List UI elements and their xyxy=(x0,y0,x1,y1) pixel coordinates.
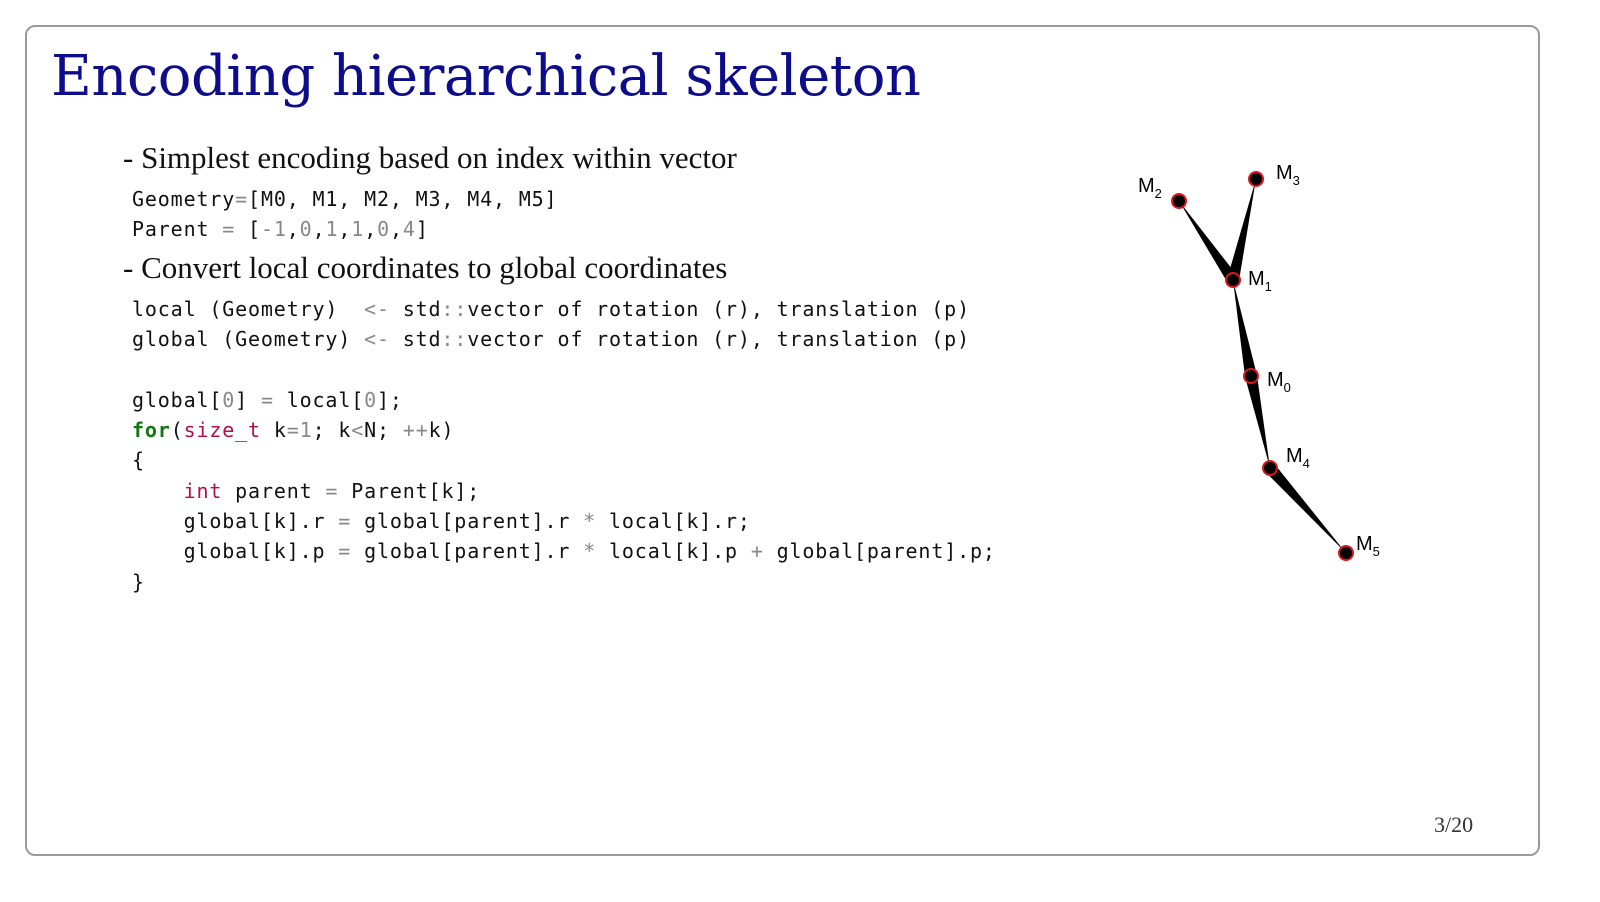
joint-label: M0 xyxy=(1267,369,1291,395)
code-token: global[parent].r xyxy=(351,539,584,564)
code-line: for(size_t k=1; k<N; ++k) xyxy=(132,415,996,445)
joint-label: M2 xyxy=(1138,175,1162,201)
code-line: global[k].r = global[parent].r * local[k… xyxy=(132,506,996,536)
code-token: 0 xyxy=(364,387,378,412)
code-token: -1 xyxy=(260,217,287,242)
code-line: Geometry=[M0, M1, M2, M3, M4, M5] xyxy=(132,184,557,214)
bone-segment xyxy=(1265,464,1346,553)
code-token: :: xyxy=(441,327,468,352)
code-token: , xyxy=(338,217,352,242)
code-token: 0 xyxy=(222,387,236,412)
joint-label: M5 xyxy=(1356,533,1380,559)
code-token: 1 xyxy=(325,217,339,242)
code-token: Parent xyxy=(132,217,223,242)
code-line: global (Geometry) <- std::vector of rota… xyxy=(132,324,996,354)
joint-marker xyxy=(1225,272,1241,288)
code-token: = xyxy=(325,478,339,503)
code-token: local[ xyxy=(273,387,365,412)
code-token: Geometry xyxy=(132,187,236,211)
code-token: , xyxy=(390,217,403,242)
code-token: vector of rotation (r), translation (p) xyxy=(467,297,970,321)
code-token: ] xyxy=(235,387,261,412)
joint-marker xyxy=(1248,171,1264,187)
code-token: ( xyxy=(170,418,184,443)
bone-segment xyxy=(1245,374,1270,468)
code-token: global[k].r xyxy=(132,509,339,534)
code-token: = xyxy=(286,418,300,443)
code-token: 1 xyxy=(351,217,365,242)
code-token: , xyxy=(286,217,300,242)
code-token: local[k].r; xyxy=(596,509,751,534)
bone-segment xyxy=(1179,201,1238,284)
code-token: ; k xyxy=(312,418,352,443)
code-token: for xyxy=(132,418,171,443)
code-token: ] xyxy=(415,217,429,242)
code-line: global[0] = local[0]; xyxy=(132,385,996,415)
code-token: = xyxy=(222,217,236,242)
code-line: Parent = [-1,0,1,1,0,4] xyxy=(132,214,557,244)
code-token: global[ xyxy=(132,387,223,412)
code-token: vector of rotation (r), translation (p) xyxy=(467,327,970,352)
code-token: = xyxy=(235,187,249,211)
code-token: + xyxy=(750,539,764,564)
code-token: = xyxy=(338,509,352,534)
code-token: = xyxy=(260,387,274,412)
code-token: [M0, M1, M2, M3, M4, M5] xyxy=(248,187,558,211)
code-token: Parent[k]; xyxy=(338,478,481,503)
code-token: k xyxy=(260,418,287,443)
page-number: 3/20 xyxy=(1434,812,1474,837)
code-token: , xyxy=(312,217,326,242)
code-token: global[parent].p; xyxy=(763,539,996,564)
code-line: global[k].p = global[parent].r * local[k… xyxy=(132,536,996,566)
slide-frame xyxy=(25,25,1540,856)
code-token: < xyxy=(351,418,365,443)
code-token: } xyxy=(132,569,145,594)
code-token: N; xyxy=(364,418,403,443)
bone-segment xyxy=(1233,280,1257,378)
code-token: k) xyxy=(428,418,455,443)
code-token: global[k].p xyxy=(132,539,339,564)
code-token: local[k].p xyxy=(596,539,751,564)
code-token: 0 xyxy=(299,217,313,242)
code-block-conversion: local (Geometry) <- std::vector of rotat… xyxy=(132,294,996,597)
code-token: int xyxy=(183,478,223,503)
code-token: <- xyxy=(364,327,390,352)
code-token: [ xyxy=(235,217,261,242)
code-token: * xyxy=(583,539,597,564)
bullet-simplest-encoding: - Simplest encoding based on index withi… xyxy=(123,140,737,175)
code-line: int parent = Parent[k]; xyxy=(132,476,996,506)
code-token: * xyxy=(583,509,597,534)
joint-marker xyxy=(1171,193,1187,209)
code-token: 1 xyxy=(299,418,313,443)
code-token: { xyxy=(132,448,145,473)
code-line: } xyxy=(132,567,996,597)
bullet-convert-coordinates: - Convert local coordinates to global co… xyxy=(123,250,728,285)
code-token: = xyxy=(338,539,352,564)
joint-marker xyxy=(1338,545,1354,561)
code-line: local (Geometry) <- std::vector of rotat… xyxy=(132,294,996,324)
code-token: parent xyxy=(222,478,326,503)
code-token: :: xyxy=(441,297,468,321)
joint-marker xyxy=(1262,460,1278,476)
joint-label: M4 xyxy=(1286,445,1310,471)
code-token: std xyxy=(389,297,442,321)
code-token: global (Geometry) xyxy=(132,327,365,352)
code-token: ++ xyxy=(402,418,429,443)
code-token: global[parent].r xyxy=(351,509,584,534)
code-token: local (Geometry) xyxy=(132,297,365,321)
code-token: std xyxy=(389,327,442,352)
code-block-encoding: Geometry=[M0, M1, M2, M3, M4, M5]Parent … xyxy=(132,184,557,245)
code-token: size_t xyxy=(183,418,261,443)
joint-label: M3 xyxy=(1276,162,1300,188)
code-token: <- xyxy=(364,297,390,321)
code-token: , xyxy=(364,217,378,242)
joint-label: M1 xyxy=(1248,268,1272,294)
code-token: 4 xyxy=(402,217,416,242)
code-token: 0 xyxy=(377,217,390,242)
slide-title: Encoding hierarchical skeleton xyxy=(51,44,921,109)
code-token: ]; xyxy=(377,387,403,412)
code-line: { xyxy=(132,445,996,475)
bone-segment xyxy=(1227,179,1256,282)
joint-marker xyxy=(1243,368,1259,384)
